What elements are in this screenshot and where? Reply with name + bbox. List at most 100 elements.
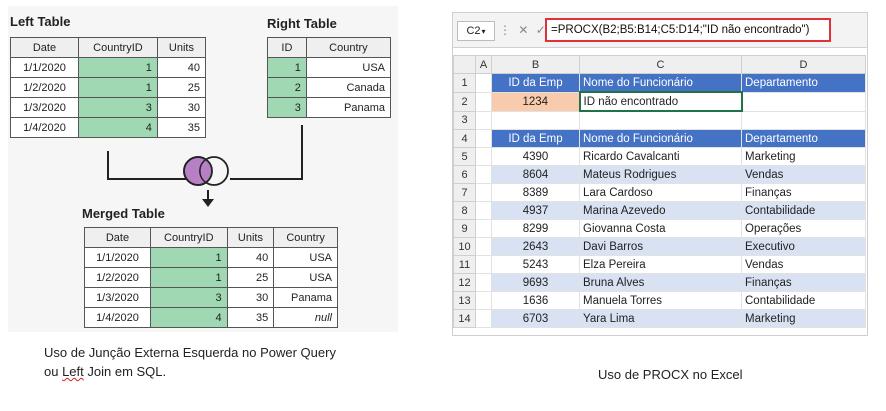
table-cell[interactable]: Vendas xyxy=(741,255,866,274)
row-number[interactable]: 9 xyxy=(453,219,476,238)
row-number[interactable]: 3 xyxy=(453,110,476,130)
table-cell[interactable]: 8299 xyxy=(491,219,580,238)
row-number[interactable]: 8 xyxy=(453,201,476,220)
table-header-cell[interactable]: Nome do Funcionário xyxy=(579,129,742,148)
lookup-header-cell[interactable]: Nome do Funcionário xyxy=(579,73,742,93)
table-cell: 1/2/2020 xyxy=(10,77,79,98)
row-number[interactable]: 7 xyxy=(453,183,476,202)
cell[interactable] xyxy=(475,91,492,112)
row-number[interactable]: 10 xyxy=(453,237,476,256)
cell[interactable] xyxy=(741,110,866,130)
column-header: Units xyxy=(156,37,207,58)
lookup-header-cell[interactable]: Departamento xyxy=(741,73,866,93)
row-number[interactable]: 4 xyxy=(453,129,476,148)
cell[interactable] xyxy=(475,110,492,130)
cell[interactable] xyxy=(491,110,580,130)
cell[interactable] xyxy=(475,237,492,256)
table-cell: 1 xyxy=(77,57,158,78)
table-cell[interactable]: Lara Cardoso xyxy=(579,183,742,202)
column-header: Units xyxy=(226,227,275,248)
table-cell[interactable]: Operações xyxy=(741,219,866,238)
table-cell[interactable]: Contabilidade xyxy=(741,291,866,310)
table-cell[interactable]: 2643 xyxy=(491,237,580,256)
table-cell[interactable]: Marina Azevedo xyxy=(579,201,742,220)
row-number[interactable]: 11 xyxy=(453,255,476,274)
row-number[interactable]: 13 xyxy=(453,291,476,310)
table-cell: USA xyxy=(273,247,338,268)
table-cell[interactable]: Marketing xyxy=(741,147,866,166)
table-header-cell[interactable]: Departamento xyxy=(741,129,866,148)
table-header-cell[interactable]: ID da Emp xyxy=(491,129,580,148)
name-box[interactable]: C2▾ xyxy=(457,21,495,41)
chevron-down-icon[interactable]: ▾ xyxy=(481,27,486,36)
lookup-id-cell[interactable]: 1234 xyxy=(491,91,580,112)
table-cell[interactable]: 4390 xyxy=(491,147,580,166)
spellcheck-word: Left xyxy=(62,364,84,379)
table-cell: 1/2/2020 xyxy=(84,267,151,288)
cell[interactable] xyxy=(475,73,492,93)
table-cell[interactable]: Ricardo Cavalcanti xyxy=(579,147,742,166)
column-header: Date xyxy=(84,227,151,248)
table-cell[interactable]: Contabilidade xyxy=(741,201,866,220)
table-cell[interactable]: Finanças xyxy=(741,273,866,292)
cell[interactable] xyxy=(475,129,492,148)
cell[interactable] xyxy=(475,165,492,184)
table-cell[interactable]: Giovanna Costa xyxy=(579,219,742,238)
table-cell[interactable]: 8389 xyxy=(491,183,580,202)
column-header[interactable]: C xyxy=(579,55,742,74)
table-cell: 1 xyxy=(77,77,158,98)
table-cell[interactable]: Mateus Rodrigues xyxy=(579,165,742,184)
column-header[interactable] xyxy=(453,55,476,74)
lookup-header-cell[interactable]: ID da Emp xyxy=(491,73,580,93)
table-cell[interactable]: Manuela Torres xyxy=(579,291,742,310)
table-cell[interactable]: 1636 xyxy=(491,291,580,310)
table-cell: 1/3/2020 xyxy=(10,97,79,118)
cell[interactable] xyxy=(475,219,492,238)
selected-cell-c2[interactable]: ID não encontrado xyxy=(578,91,743,112)
table-cell[interactable]: Executivo xyxy=(741,237,866,256)
table-cell: 35 xyxy=(226,307,275,328)
row-number[interactable]: 6 xyxy=(453,165,476,184)
row-number[interactable]: 12 xyxy=(453,273,476,292)
table-cell[interactable]: Elza Pereira xyxy=(579,255,742,274)
table-cell[interactable]: Yara Lima xyxy=(579,309,742,328)
table-cell[interactable]: 5243 xyxy=(491,255,580,274)
table-cell[interactable]: Finanças xyxy=(741,183,866,202)
cell[interactable] xyxy=(475,255,492,274)
table-cell[interactable]: Bruna Alves xyxy=(579,273,742,292)
row-number[interactable]: 5 xyxy=(453,147,476,166)
excel-window: C2▾ ⋮ ✕ ✓ fx =PROCX(B2;B5:B14;C5:D14;"ID… xyxy=(452,12,868,336)
table-cell[interactable]: Davi Barros xyxy=(579,237,742,256)
row-number[interactable]: 1 xyxy=(453,73,476,93)
cell[interactable] xyxy=(475,183,492,202)
cell[interactable] xyxy=(475,291,492,310)
connector-left-horizontal xyxy=(107,178,187,180)
formula-input[interactable]: =PROCX(B2;B5:B14;C5:D14;"ID não encontra… xyxy=(545,18,831,42)
cell[interactable] xyxy=(475,147,492,166)
cell[interactable] xyxy=(475,273,492,292)
cell[interactable] xyxy=(475,309,492,328)
cell[interactable] xyxy=(741,91,866,112)
cell[interactable] xyxy=(475,201,492,220)
row-number[interactable]: 2 xyxy=(453,91,476,112)
right-table-title: Right Table xyxy=(267,16,337,31)
table-cell[interactable]: Marketing xyxy=(741,309,866,328)
table-cell[interactable]: 4937 xyxy=(491,201,580,220)
table-cell: 4 xyxy=(149,307,228,328)
column-header[interactable]: A xyxy=(475,55,492,74)
table-cell[interactable]: 9693 xyxy=(491,273,580,292)
cell[interactable] xyxy=(579,110,742,130)
row-number[interactable]: 14 xyxy=(453,309,476,328)
column-header[interactable]: D xyxy=(741,55,866,74)
table-cell[interactable]: Vendas xyxy=(741,165,866,184)
table-cell[interactable]: 6703 xyxy=(491,309,580,328)
column-header[interactable]: B xyxy=(491,55,580,74)
table-cell: 1/1/2020 xyxy=(84,247,151,268)
table-cell[interactable]: 8604 xyxy=(491,165,580,184)
